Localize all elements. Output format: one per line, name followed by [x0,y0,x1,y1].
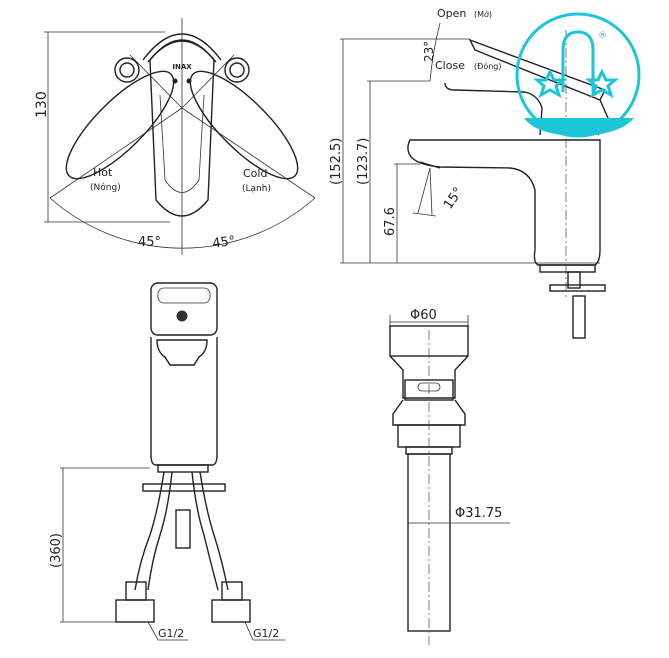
spout-height-dim-label: 67.6 [383,207,398,236]
mounting-plate [142,483,226,492]
fitting-right-nut [211,599,251,623]
hose-right [199,471,229,591]
lever-angle-label: 23° [422,41,436,62]
handle-cold-position [189,70,299,180]
logo-star-left [532,68,568,99]
total-height-dim-label: (152.5) [329,138,344,185]
spout-angle-label: 15° [441,185,467,212]
lever-angle-arc [429,22,441,82]
close-label-vi: (Đóng) [474,61,501,71]
leader-right [244,621,285,641]
cold-limit-line [181,107,316,199]
top-diameter-label: Φ60 [410,308,437,323]
inlet-right-label: G1/2 [253,627,279,640]
side-view: (152.5) (123.7) 67.6 23° 15° Open (Mở) C… [329,7,609,339]
shank-stud [572,295,586,339]
open-label-vi: (Mở) [474,9,492,19]
logo-basin [524,118,634,136]
handle-top-recess [157,287,211,304]
hose-left [134,471,165,591]
faucet-body [407,139,601,266]
knob-right-inner [229,62,245,78]
spout-outlet [156,339,208,366]
brand-logo: ® [515,12,641,138]
body-height-dim-label: (123.7) [356,138,371,185]
spout-angle-arc [412,212,437,217]
hose-length-dim-label: (360) [49,533,64,568]
brand-mark: INAX [172,63,192,71]
base-outline [142,33,222,61]
front-view: (360) G1/2 G1/2 [49,282,285,641]
pipe-diameter-label: Φ31.75 [455,506,502,521]
registered-mark: ® [598,31,607,41]
logo-tap [561,30,595,95]
close-label: Close [435,59,465,72]
logo-star-right [584,68,620,99]
shank-nut [549,284,606,292]
shank [567,271,581,289]
inlet-left-label: G1/2 [158,627,184,640]
leader-left [147,621,188,641]
handle-dot [186,78,192,84]
knob-left-inner [119,62,135,78]
fitting-left-nut [115,599,155,623]
mounting-stud [175,509,191,549]
knob-right [224,57,250,83]
handle-dot [172,78,178,84]
diag-line [181,54,235,109]
aerator [419,161,441,169]
knob-left [114,57,140,83]
angle-left-label: 45° [138,235,161,250]
spout-angle-line [429,167,433,216]
handle-hot-position [65,70,175,180]
faucet-body [150,337,218,466]
handle-block [150,282,218,336]
hot-label: Hot [93,166,113,179]
top-view: 130 INAX Hot (Nóng) Cold (Lạnh) 45° 45° [34,18,316,255]
handle-center [149,39,215,217]
handle-center-inner [159,94,205,193]
hot-limit-line [49,107,183,199]
open-label: Open [437,7,466,20]
angle-right-label: 45° [211,234,236,252]
diag-line [129,54,183,109]
shank-base [157,464,209,473]
cold-label: Cold [243,167,267,180]
drain-view: Φ60 Φ31.75 [389,308,510,645]
hose-left-inner [147,471,173,591]
hose-right-inner [191,471,219,591]
lever-closed [444,82,543,136]
handle-indicator [176,310,188,322]
spout-angle-line [417,167,431,214]
cold-label-vi: (Lạnh) [242,184,271,194]
shank-base [539,264,596,273]
height-dimension-label: 130 [34,91,50,118]
fitting-right-thread [221,581,243,601]
rotation-arc [49,197,316,249]
hot-label-vi: (Nóng) [90,182,121,193]
